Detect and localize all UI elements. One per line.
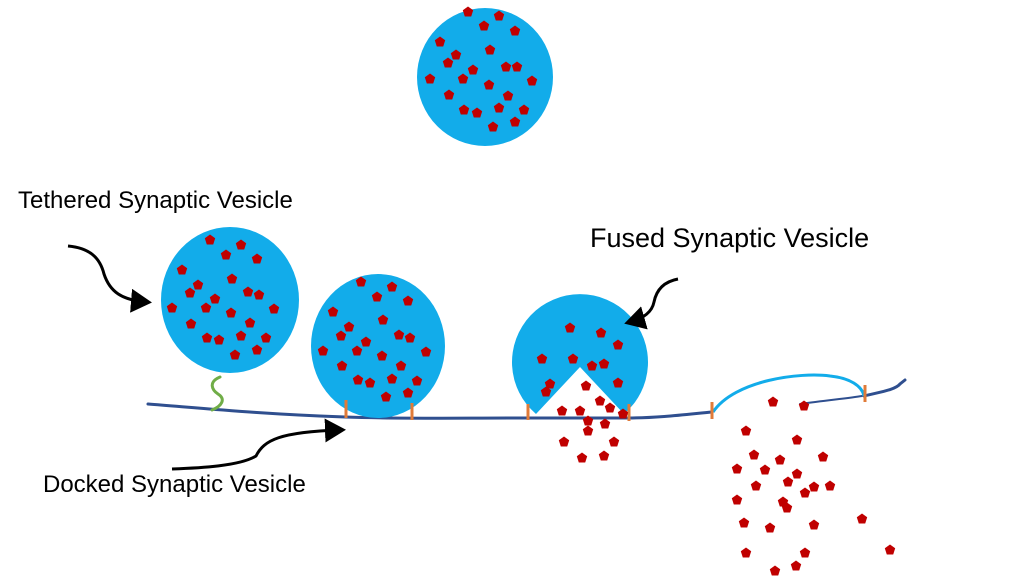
neurotransmitter-molecule xyxy=(790,560,802,571)
neurotransmitter-molecule xyxy=(576,452,588,463)
neurotransmitter-molecule xyxy=(598,450,610,461)
neurotransmitter-molecule xyxy=(884,544,896,555)
neurotransmitter-molecule xyxy=(782,476,794,487)
neurotransmitter-molecule xyxy=(791,468,803,479)
neurotransmitter-molecule xyxy=(750,480,762,491)
tethered-label: Tethered Synaptic Vesicle xyxy=(18,187,293,214)
neurotransmitter-molecule xyxy=(731,494,743,505)
neurotransmitter-molecule xyxy=(748,449,760,460)
presynaptic-membrane xyxy=(146,402,714,420)
neurotransmitter-molecule xyxy=(594,395,606,406)
neurotransmitter-molecule xyxy=(574,405,586,416)
released-neurotransmitters-collapsed xyxy=(731,396,896,576)
vesicle-body xyxy=(512,294,648,414)
neurotransmitter-molecule xyxy=(767,396,779,407)
neurotransmitter-molecule xyxy=(582,425,594,436)
neurotransmitter-molecule xyxy=(462,6,474,17)
neurotransmitter-molecule xyxy=(731,463,743,474)
vesicle-body xyxy=(311,274,445,418)
fused-vesicle xyxy=(512,294,648,421)
neurotransmitter-molecule xyxy=(808,481,820,492)
vesicle-body xyxy=(161,227,299,373)
fused-arrow xyxy=(624,277,679,330)
fused-label: Fused Synaptic Vesicle xyxy=(590,223,869,253)
tethered-vesicle xyxy=(161,227,299,412)
neurotransmitter-molecule xyxy=(558,436,570,447)
docked-vesicle xyxy=(311,274,445,420)
neurotransmitter-molecule xyxy=(824,480,836,491)
neurotransmitter-molecule xyxy=(556,405,568,416)
neurotransmitter-molecule xyxy=(580,380,592,391)
tethered-arrow xyxy=(67,244,152,313)
docked-arrow xyxy=(171,418,346,471)
neurotransmitter-molecule xyxy=(799,487,811,498)
neurotransmitter-molecule xyxy=(599,418,611,429)
presynaptic-membrane-segment xyxy=(799,395,863,405)
vesicle-membrane-arc xyxy=(711,373,866,413)
docked-label: Docked Synaptic Vesicle xyxy=(43,471,306,498)
neurotransmitter-molecule xyxy=(759,464,771,475)
neurotransmitter-molecule xyxy=(856,513,868,524)
neurotransmitter-molecule xyxy=(604,402,616,413)
neurotransmitter-molecule xyxy=(799,547,811,558)
neurotransmitter-molecule xyxy=(791,434,803,445)
collapsed-vesicle xyxy=(710,373,867,419)
neurotransmitter-molecule xyxy=(608,436,620,447)
presynaptic-membrane-end xyxy=(862,378,907,398)
neurotransmitter-molecule xyxy=(774,454,786,465)
neurotransmitter-molecule xyxy=(740,425,752,436)
neurotransmitter-molecule xyxy=(738,517,750,528)
neurotransmitter-molecule xyxy=(808,519,820,530)
tether-protein xyxy=(210,375,224,412)
neurotransmitter-molecule xyxy=(764,522,776,533)
free-vesicle xyxy=(417,6,553,146)
neurotransmitter-molecule xyxy=(769,565,781,576)
neurotransmitter-molecule xyxy=(740,547,752,558)
neurotransmitter-molecule xyxy=(817,451,829,462)
vesicle-body xyxy=(417,8,553,146)
